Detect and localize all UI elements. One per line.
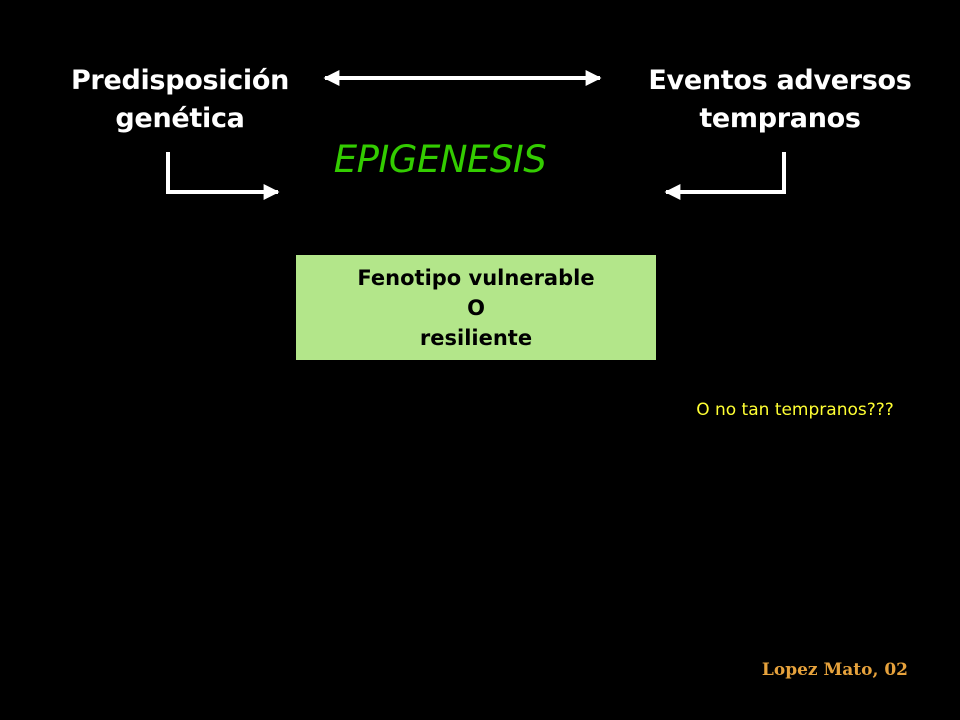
early-adverse-events-node: Eventos adversos tempranos xyxy=(620,62,940,138)
left-elbow-arrow xyxy=(166,152,280,200)
phenotype-outcome-box: Fenotipo vulnerable O resiliente xyxy=(296,255,656,360)
genetic-predisposition-line1: Predisposición xyxy=(70,65,290,96)
outcome-line2: O xyxy=(467,296,485,320)
early-adverse-events-line1: Eventos adversos xyxy=(648,65,912,96)
genetic-predisposition-line2: genética xyxy=(115,103,245,134)
genetic-predisposition-node: Predisposición genética xyxy=(40,62,320,138)
citation: Lopez Mato, 02 xyxy=(761,660,908,680)
outcome-line1: Fenotipo vulnerable xyxy=(357,266,595,290)
outcome-line3: resiliente xyxy=(419,326,533,350)
side-note: O no tan tempranos??? xyxy=(696,400,894,420)
early-adverse-events-line2: tempranos xyxy=(699,103,861,134)
right-elbow-arrow xyxy=(664,152,786,200)
epigenesis-title: EPIGENESIS xyxy=(333,138,547,181)
